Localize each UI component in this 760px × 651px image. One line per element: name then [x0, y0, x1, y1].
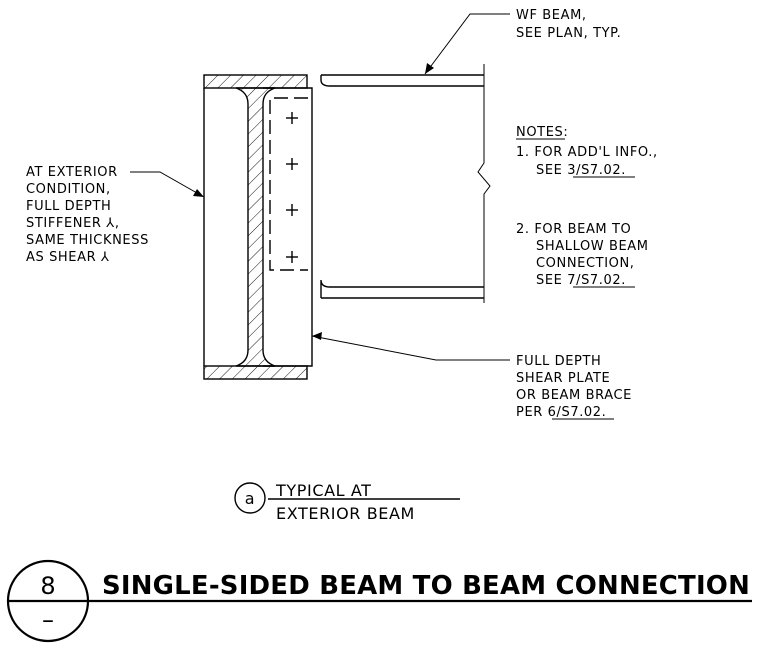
beam-web-end-dashed: [269, 97, 308, 271]
sheet-number: –: [42, 606, 54, 634]
shear-ref[interactable]: 6/S7.02.: [548, 405, 607, 420]
detail-title: 8 – SINGLE-SIDED BEAM TO BEAM CONNECTION: [6, 559, 752, 643]
subtitle: a TYPICAL AT EXTERIOR BEAM: [234, 481, 460, 523]
subtitle-marker-circle: [234, 482, 266, 514]
shear-line2: SHEAR PLATE: [516, 371, 610, 386]
shear-line3: OR BEAM BRACE: [516, 388, 632, 403]
note2-line1: 2. FOR BEAM TO: [516, 222, 631, 237]
bolt: [286, 158, 298, 170]
callout-stiffener: AT EXTERIOR CONDITION, FULL DEPTH STIFFE…: [26, 165, 149, 265]
subtitle-line2: EXTERIOR BEAM: [276, 504, 415, 523]
note1-prefix: SEE: [536, 163, 567, 178]
callout-beam-line2: SEE PLAN, TYP.: [516, 26, 621, 41]
stiffener-line2: CONDITION,: [26, 182, 111, 197]
notes-heading: NOTES:: [516, 125, 568, 140]
note2-line3: CONNECTION,: [536, 256, 635, 271]
detail-number: 8: [40, 572, 55, 600]
detail-title-text: SINGLE-SIDED BEAM TO BEAM CONNECTION: [102, 571, 750, 601]
arrowhead-shear-plate: [312, 332, 322, 340]
leader-shear-plate: [311, 335, 510, 361]
bolt: [286, 112, 298, 124]
leader-lines: [130, 13, 510, 361]
note2-line4: SEE 7/S7.02.: [536, 273, 626, 288]
callout-shear-plate: FULL DEPTH SHEAR PLATE OR BEAM BRACE PER…: [516, 354, 632, 420]
shear-line4: PER 6/S7.02.: [516, 405, 606, 420]
stiffener-line6: AS SHEAR ⅄: [26, 250, 110, 265]
note1-ref[interactable]: 3/S7.02.: [567, 163, 626, 178]
note2-prefix: SEE: [536, 273, 567, 288]
shear-prefix: PER: [516, 405, 548, 420]
girder-web: [235, 87, 276, 367]
girder-section: [203, 74, 313, 380]
subtitle-line1: TYPICAL AT: [275, 481, 372, 500]
stiffener-line5: SAME THICKNESS: [26, 233, 149, 248]
girder-bottom-flange: [203, 365, 308, 380]
stiffener-line1: AT EXTERIOR: [26, 165, 118, 180]
leader-stiffener: [130, 171, 205, 198]
stiffener-line3: FULL DEPTH: [26, 199, 111, 214]
bolt-group: [286, 112, 298, 263]
shear-plate: [263, 87, 313, 367]
subtitle-marker: a: [245, 489, 255, 508]
arrowhead-beam: [425, 63, 434, 74]
note1-line1: 1. FOR ADD'L INFO.,: [516, 145, 658, 160]
shear-line1: FULL DEPTH: [516, 354, 601, 369]
note2-ref[interactable]: 7/S7.02.: [567, 273, 626, 288]
bolt: [286, 204, 298, 216]
callout-beam: WF BEAM, SEE PLAN, TYP.: [516, 8, 621, 41]
girder-top-flange: [203, 74, 308, 89]
bolt: [286, 251, 298, 263]
notes-block: NOTES: 1. FOR ADD'L INFO., SEE 3/S7.02. …: [516, 125, 658, 288]
callout-beam-line1: WF BEAM,: [516, 8, 587, 23]
note2-line2: SHALLOW BEAM: [536, 239, 649, 254]
wf-beam: [269, 64, 491, 303]
arrowhead-stiffener: [193, 189, 204, 197]
break-line: [477, 64, 491, 303]
stiffener-line4: STIFFENER ⅄,: [26, 216, 120, 231]
leader-beam: [424, 13, 510, 75]
note1-line2: SEE 3/S7.02.: [536, 163, 626, 178]
